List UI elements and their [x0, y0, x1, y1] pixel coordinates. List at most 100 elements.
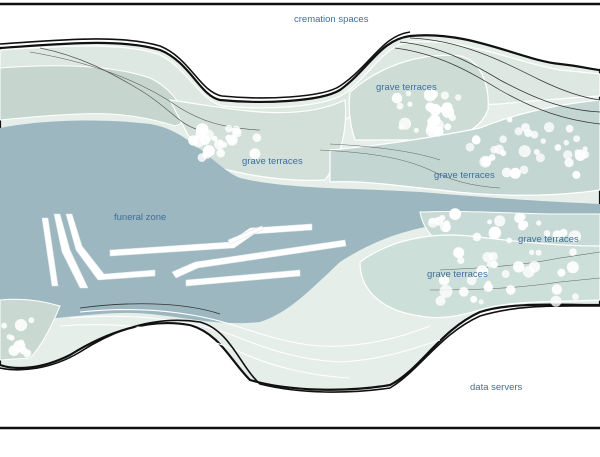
grave-dot: [216, 148, 225, 158]
grave-dot: [455, 94, 462, 101]
funeral-zone-paths: [41, 213, 347, 289]
grave-dot: [540, 138, 546, 144]
grave-dot: [530, 130, 539, 139]
grave-dot: [438, 274, 450, 286]
grave-dot: [564, 158, 574, 168]
grave-dot: [188, 135, 199, 146]
grave-dot: [535, 153, 545, 163]
grave-dot: [551, 284, 563, 295]
grave-dot: [453, 247, 465, 259]
grave-dot: [459, 287, 469, 297]
grave-dot: [472, 272, 479, 279]
grave-dot: [439, 284, 453, 298]
path-bar-6: [185, 269, 301, 287]
grave-dot: [440, 221, 451, 233]
grave-dot: [396, 102, 404, 110]
grave-dot: [14, 319, 28, 332]
mid-contour-1: [319, 149, 501, 189]
grave-dot: [488, 228, 500, 240]
grave-dot: [405, 90, 412, 97]
grave-dot: [572, 293, 579, 301]
grave-dot: [8, 345, 20, 356]
path-bar-3: [65, 213, 156, 281]
grave-dot: [214, 139, 225, 150]
grave-dot: [565, 124, 574, 133]
grave-dot: [529, 249, 535, 255]
envelope-top-accent: [0, 31, 411, 99]
grave-dot: [486, 261, 494, 268]
grave-dot: [543, 122, 555, 133]
upper-contour-4: [394, 47, 600, 125]
grave-dot: [433, 126, 444, 137]
grave-dot: [440, 91, 449, 100]
path-bar-2: [53, 213, 89, 289]
path-bar-7: [227, 225, 263, 245]
mid-contour-2: [329, 143, 441, 161]
grave-dot: [581, 150, 590, 159]
grave-dot: [582, 146, 588, 152]
grave-dot: [449, 208, 461, 221]
grave-dot: [487, 219, 493, 225]
grave-dot: [509, 167, 521, 179]
grave-dot: [225, 124, 233, 133]
grave-dot: [398, 124, 405, 130]
grave-dot: [563, 150, 573, 160]
label-cremation-spaces: cremation spaces: [294, 14, 369, 25]
grave-dot: [407, 101, 413, 107]
grave-dot: [521, 123, 530, 132]
grave-dot: [494, 215, 506, 227]
grave-dot: [472, 135, 480, 144]
grave-dot: [569, 248, 577, 256]
envelope-bottom-accent: [0, 305, 600, 393]
grave-dot: [505, 285, 516, 295]
grave-dot: [557, 268, 566, 277]
grave-dot: [501, 270, 510, 278]
grave-dot: [481, 156, 491, 167]
label-data-servers: data servers: [470, 382, 523, 393]
lower-contour-2: [69, 315, 441, 363]
grave-dot: [429, 114, 441, 126]
grave-dot: [501, 167, 512, 178]
grave-dot: [472, 232, 482, 242]
grave-dot: [507, 117, 513, 123]
grave-dot: [483, 282, 493, 292]
grave-dot: [568, 230, 582, 243]
upper-contour-5: [409, 37, 600, 101]
path-bar-5: [171, 239, 347, 279]
grave-dot: [232, 128, 242, 138]
grave-dot: [528, 261, 541, 273]
grave-dot: [457, 256, 465, 264]
grave-dot: [6, 334, 13, 340]
grave-dot: [252, 133, 262, 142]
grave-dot: [439, 214, 446, 222]
label-grave-terraces-2: grave terraces: [242, 156, 303, 167]
right-contour-1: [439, 251, 600, 271]
label-grave-terraces-5: grave terraces: [427, 269, 488, 280]
grave-dot: [413, 127, 419, 133]
path-bar-1: [41, 217, 59, 287]
label-funeral-zone: funeral zone: [114, 212, 166, 223]
grave-dot: [519, 165, 529, 175]
grave-dot: [199, 134, 211, 145]
grave-dot: [552, 230, 563, 240]
grave-dot: [536, 220, 542, 226]
grave-dot: [563, 139, 570, 146]
grave-dot: [506, 237, 513, 244]
lower-dark-contour: [79, 303, 221, 315]
grave-dot: [470, 295, 478, 303]
grave-dot: [429, 217, 435, 224]
grave-dot: [28, 317, 35, 324]
grave-dot: [444, 123, 452, 131]
upper-contour-1: [39, 47, 201, 131]
grave-dot: [482, 252, 493, 263]
upper-contour-2: [29, 51, 261, 131]
grave-dot: [1, 322, 7, 329]
label-grave-terraces-3: grave terraces: [434, 170, 495, 181]
grave-dot: [476, 265, 489, 278]
lower-contour-3: [59, 324, 351, 379]
grave-dot: [518, 145, 531, 158]
grave-dot: [572, 170, 581, 179]
grave-dot: [518, 221, 527, 231]
